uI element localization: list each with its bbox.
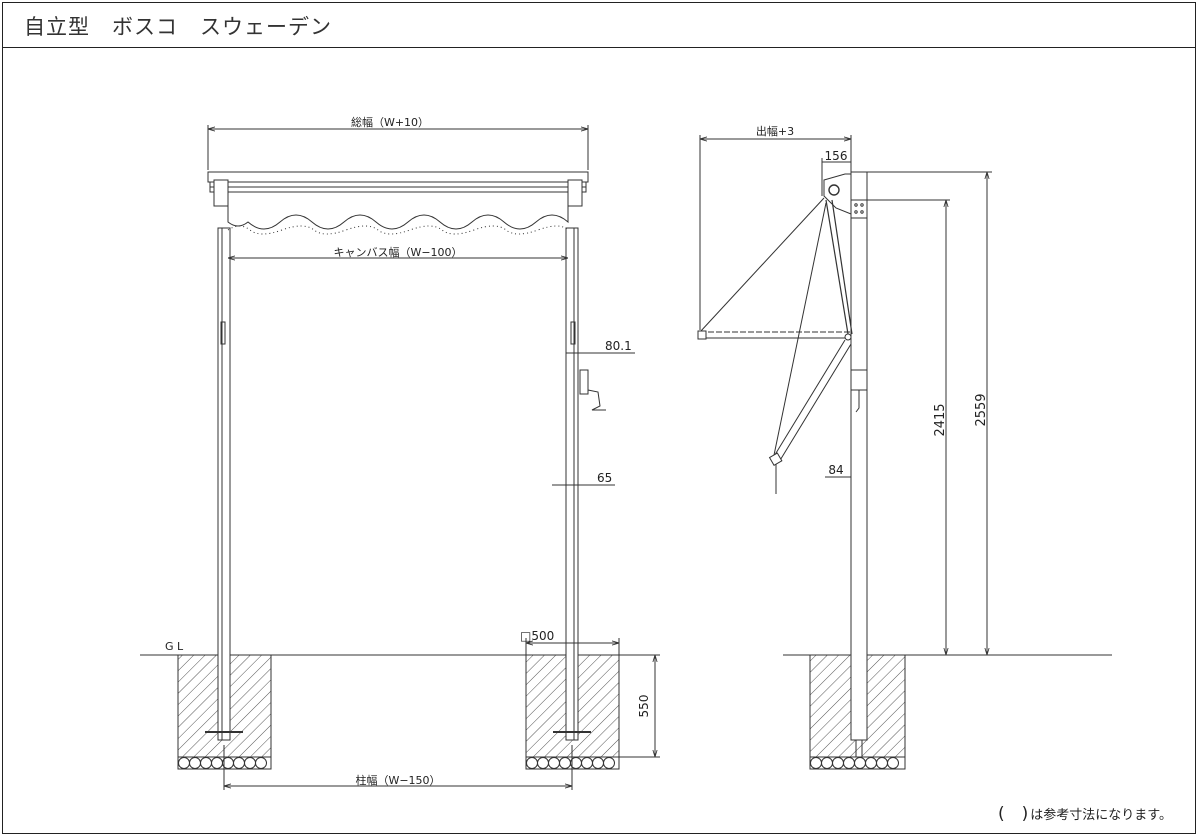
dim-84-label: 84 [828, 463, 843, 477]
post-right [565, 227, 579, 741]
total-width-label: 総幅（W+10） [351, 115, 429, 129]
note-paren: ( ) [998, 804, 1029, 824]
front-view [140, 125, 660, 790]
dim-2415-label: 2415 [933, 403, 948, 436]
dim-156-label: 156 [825, 149, 848, 163]
side-crank-box [850, 369, 868, 391]
dim-80-1-label: 80.1 [605, 339, 632, 353]
post-width-label: 柱幅（W−150） [355, 773, 440, 787]
canvas-line [699, 197, 825, 333]
crank-box [579, 369, 589, 395]
post-left [217, 227, 231, 741]
side-gravel [809, 756, 906, 770]
crank-handle [587, 389, 606, 411]
valance [227, 191, 569, 230]
head-box [207, 171, 589, 183]
dim-550-label: 550 [637, 695, 651, 718]
page-title: 自立型 ボスコ スウェーデン [24, 15, 332, 39]
title-bar: 自立型 ボスコ スウェーデン [2, 2, 1196, 48]
projection-label: 出幅+3 [756, 124, 794, 138]
side-post [850, 171, 868, 741]
gl-label: G L [165, 640, 184, 653]
note-text: は参考寸法になります。 [1030, 808, 1172, 823]
side-view [697, 135, 1112, 770]
side-crank-handle [855, 390, 860, 413]
dim-2559-label: 2559 [974, 393, 989, 426]
canvas-width-label: キャンバス幅（W−100） [333, 246, 462, 259]
square-500-label: □500 [520, 629, 554, 643]
reference-note: ( )は参考寸法になります。 [998, 799, 1172, 824]
dim-65-label: 65 [597, 471, 612, 485]
